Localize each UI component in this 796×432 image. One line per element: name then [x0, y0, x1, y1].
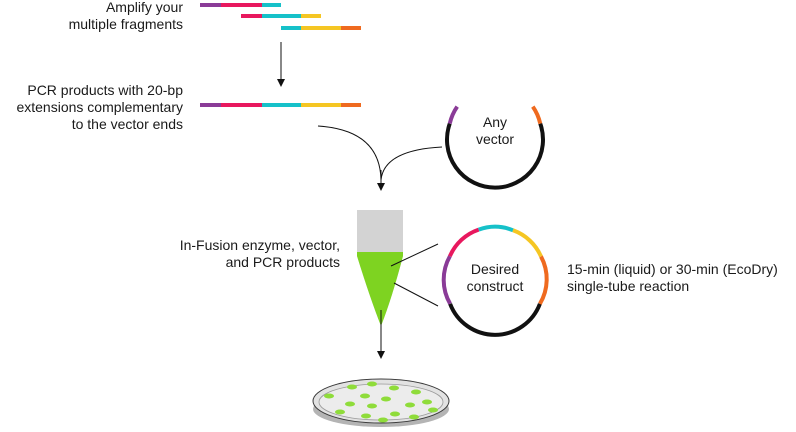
reaction-label-line1: 15-min (liquid) or 30-min (EcoDry) [567, 261, 778, 277]
merge-curves [317, 125, 443, 181]
construct-plasmid [441, 224, 549, 337]
amplify-label-line2: multiple fragments [68, 16, 183, 32]
vector-plasmid [445, 105, 545, 190]
construct-label-line1: Desired [470, 261, 520, 277]
petri-dish [312, 378, 450, 427]
vector-label-line2: vector [475, 131, 515, 147]
reaction-label-line2: single-tube reaction [567, 278, 690, 294]
arrow-down-1 [277, 42, 285, 87]
arrow-down-3 [377, 310, 385, 359]
pcr-products-label-line2: extensions complementary [16, 99, 183, 115]
zoom-lines [390, 243, 439, 307]
reaction-tube [357, 210, 403, 326]
vector-label-line1: Any [482, 114, 508, 130]
infusion-label-line2: and PCR products [225, 254, 340, 270]
arrow-down-2 [377, 170, 385, 191]
amplify-label-line1: Amplify your [105, 0, 183, 15]
pcr-products-label-line1: PCR products with 20-bp [27, 82, 183, 98]
reaction-label: 15-min (liquid) or 30-min (EcoDry) singl… [567, 261, 795, 295]
pcr-products-label: PCR products with 20-bp extensions compl… [0, 82, 183, 133]
construct-label: Desired construct [455, 261, 535, 295]
vector-label: Any vector [455, 114, 535, 148]
amplify-label: Amplify your multiple fragments [0, 0, 183, 33]
construct-label-line2: construct [466, 278, 524, 294]
infusion-label-line1: In-Fusion enzyme, vector, [179, 237, 340, 253]
infusion-label: In-Fusion enzyme, vector, and PCR produc… [140, 237, 340, 271]
pcr-products-label-line3: to the vector ends [71, 116, 183, 132]
bacterial-colonies [324, 381, 438, 423]
